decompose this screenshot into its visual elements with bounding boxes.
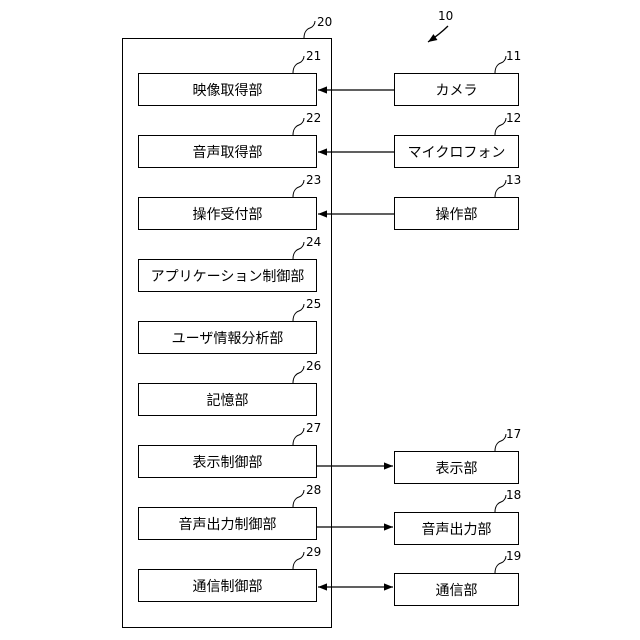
communication-control-block: 通信制御部 <box>138 569 317 602</box>
device-ref-leader-19 <box>495 556 506 573</box>
display-unit-block: 表示部 <box>394 451 519 484</box>
video-acquisition-block: 映像取得部 <box>138 73 317 106</box>
device-ref-leader-17 <box>495 434 506 451</box>
device-ref-leader-11 <box>495 56 506 73</box>
display-control-block: 表示制御部 <box>138 445 317 478</box>
audio-acquisition-block: 音声取得部 <box>138 135 317 168</box>
block-ref-22: 22 <box>306 112 321 124</box>
device-ref-13: 13 <box>506 174 521 186</box>
block-ref-27: 27 <box>306 422 321 434</box>
system-ref-arrow <box>428 26 448 42</box>
device-ref-leader-13 <box>495 180 506 197</box>
user-info-analysis-block: ユーザ情報分析部 <box>138 321 317 354</box>
block-ref-26: 26 <box>306 360 321 372</box>
device-ref-12: 12 <box>506 112 521 124</box>
operation-accepting-block: 操作受付部 <box>138 197 317 230</box>
device-ref-19: 19 <box>506 550 521 562</box>
block-ref-28: 28 <box>306 484 321 496</box>
operation-unit-block: 操作部 <box>394 197 519 230</box>
block-ref-24: 24 <box>306 236 321 248</box>
block-ref-21: 21 <box>306 50 321 62</box>
system-ref-label: 10 <box>438 10 453 22</box>
device-ref-leader-18 <box>495 495 506 512</box>
device-ref-18: 18 <box>506 489 521 501</box>
storage-block: 記憶部 <box>138 383 317 416</box>
device-ref-17: 17 <box>506 428 521 440</box>
communication-unit-block: 通信部 <box>394 573 519 606</box>
container-ref-leader <box>304 21 315 38</box>
block-ref-29: 29 <box>306 546 321 558</box>
block-ref-23: 23 <box>306 174 321 186</box>
block-ref-25: 25 <box>306 298 321 310</box>
audio-output-control-block: 音声出力制御部 <box>138 507 317 540</box>
audio-output-unit-block: 音声出力部 <box>394 512 519 545</box>
device-ref-leader-12 <box>495 118 506 135</box>
camera-block: カメラ <box>394 73 519 106</box>
container-ref-label: 20 <box>317 16 332 28</box>
application-control-block: アプリケーション制御部 <box>138 259 317 292</box>
microphone-block: マイクロフォン <box>394 135 519 168</box>
device-ref-11: 11 <box>506 50 521 62</box>
